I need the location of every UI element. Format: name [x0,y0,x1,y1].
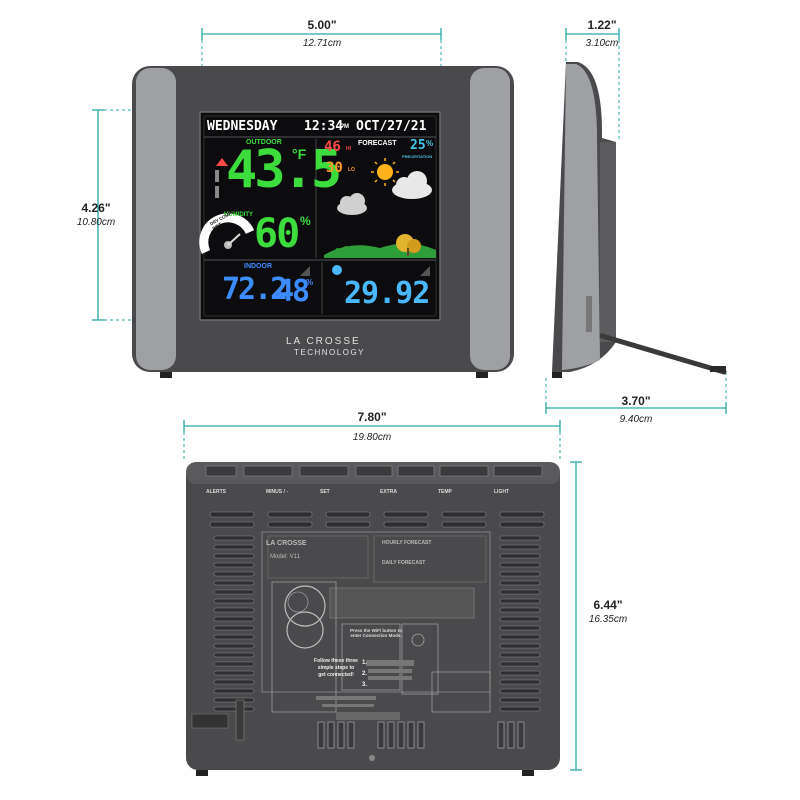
precip-label: PRECIPITATION [402,154,433,159]
step-1: 1. [362,660,368,666]
left-bezel [136,68,176,370]
side-depth-cm: 3.10cm [585,38,619,49]
side-depth-dimension [545,28,727,414]
wifi-signal-icon [300,266,430,276]
front-height-inches: 4.26" [81,201,111,215]
indoor-humidity: 48 [276,274,310,309]
display-time: 12:34 [304,119,344,134]
outdoor-humidity-percent: % [300,214,311,228]
precip-percent: % [426,139,434,148]
front-width-inches: 5.00" [307,18,337,32]
step-list: 1. 2. 3. [362,658,367,691]
battery-cover-icon [271,581,337,713]
tree-icon [324,234,436,258]
daily-forecast-label: DAILY FORECAST [382,560,426,566]
pressure-value: 29.92 [344,276,430,311]
pressure-icon [332,265,342,275]
step-2: 2. [362,671,368,677]
follow-steps: Follow these three simple steps to get c… [314,658,358,678]
step-3: 3. [362,682,368,688]
back-height-dimension [570,461,582,771]
outdoor-temp: 43.5 [226,140,342,200]
indoor-label: INDOOR [244,263,272,270]
back-button-label: TEMP [438,489,452,495]
front-width-cm: 12.71cm [302,38,342,49]
brand-sub: TECHNOLOGY [294,348,366,357]
display-day: WEDNESDAY [207,119,278,134]
back-button-label: SET [320,489,330,495]
forecast-label: FORECAST [358,140,397,147]
back-button-label: EXTRA [380,489,397,495]
outdoor-humidity: 60 [254,211,300,257]
wifi-instructions: Press the WiFi button to enter Connectio… [350,628,402,638]
back-view [186,462,560,776]
indoor-temp: 72.2 [222,272,288,307]
front-view [92,28,727,776]
display-date: OCT/27/21 [356,119,427,134]
outdoor-label: OUTDOOR [246,139,282,146]
high-temp: 46 [324,139,341,155]
comfort-gauge [199,213,255,254]
back-button-label: MINUS / - [266,489,288,495]
high-label: HI [346,146,351,152]
humidity-label: HUMIDITY [224,212,253,218]
back-brand: LA CROSSE [266,540,307,547]
right-bezel [470,68,510,370]
side-view [552,62,727,378]
side-stand [599,333,727,375]
back-button-label: LIGHT [494,489,509,495]
back-width-cm: 19.80cm [352,432,392,443]
indoor-humidity-percent: % [306,278,314,287]
back-button-label: ALERTS [206,489,226,495]
model-label: Model: V11 [270,554,300,560]
hourly-forecast-label: HOURLY FORECAST [382,540,432,546]
front-height-cm: 10.80cm [76,217,116,228]
display-ampm: PM [340,124,349,130]
back-width-dimension [183,420,561,462]
vent-slots [209,511,545,712]
temp-trend-icon [215,158,228,198]
back-height-cm: 16.35cm [588,614,628,625]
low-label: LO [348,167,355,173]
outdoor-temp-unit: °F [292,146,307,162]
brand-name: LA CROSSE [286,336,361,347]
back-height-inches: 6.44" [593,598,623,612]
stand-depth-inches: 3.70" [621,394,651,408]
back-width-inches: 7.80" [357,410,387,424]
side-depth-inches: 1.22" [587,18,617,32]
cloud-icon [337,171,432,215]
precip-value: 25 [410,138,426,153]
low-temp: 30 [326,160,343,176]
sun-icon [371,158,399,186]
stand-depth-cm: 9.40cm [619,414,653,425]
